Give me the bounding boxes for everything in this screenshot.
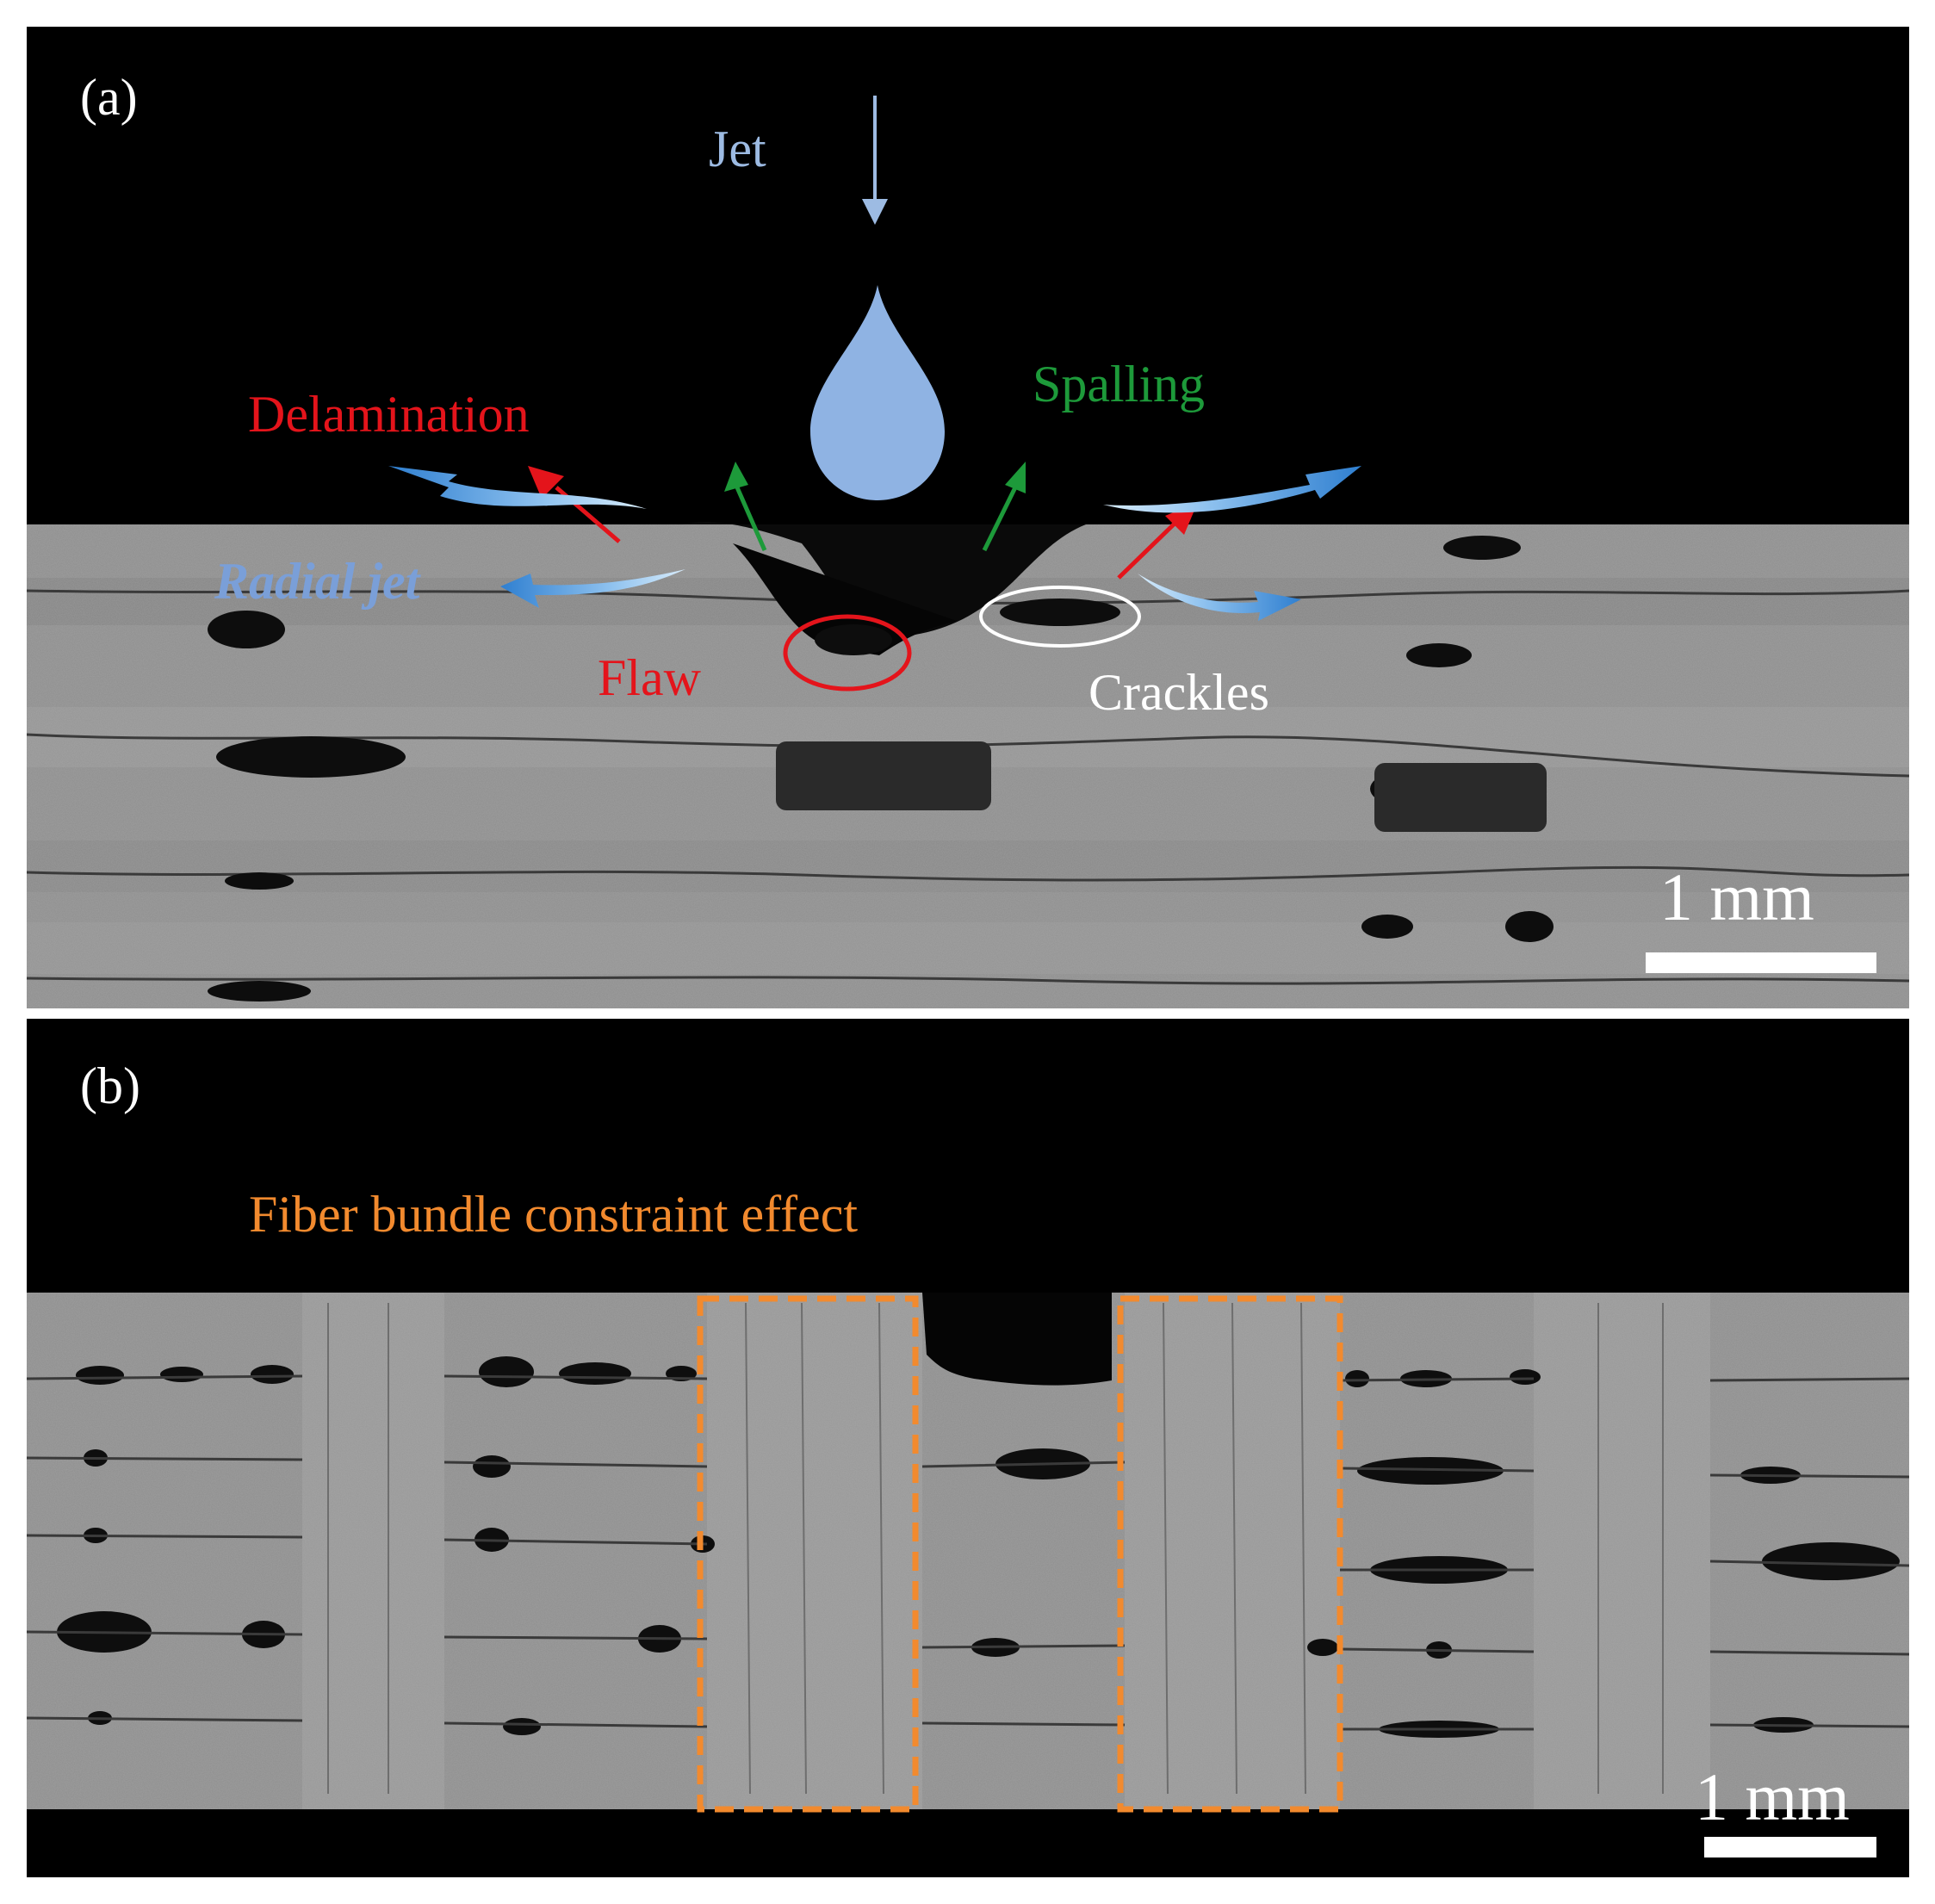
panel-a-ct-image bbox=[27, 96, 1909, 1008]
panel-b-ct-image bbox=[27, 1293, 1909, 1877]
impact-crater bbox=[681, 522, 1086, 638]
jet-arrow bbox=[862, 96, 888, 225]
delamination-label: Delamination bbox=[248, 386, 530, 443]
panel-a: (a) Jet Spalling Delamination Radial jet… bbox=[27, 27, 1909, 1008]
panel-b-scale-label: 1 mm bbox=[1695, 1759, 1850, 1834]
panel-a-letter: (a) bbox=[80, 69, 138, 126]
radial-jet-label: Radial jet bbox=[214, 553, 420, 610]
constraint-boxes bbox=[697, 1295, 1343, 1813]
crackles-label: Crackles bbox=[1088, 664, 1269, 721]
panel-b-scale-bar bbox=[1704, 1837, 1876, 1857]
spalling-label: Spalling bbox=[1033, 356, 1206, 412]
flaw-marker bbox=[783, 614, 912, 692]
panel-b: (b) Fiber bundle constraint effect 1 mm bbox=[27, 1019, 1909, 1877]
constraint-label: Fiber bundle constraint effect bbox=[249, 1186, 858, 1243]
impact-crater bbox=[922, 1293, 1112, 1386]
radial-jet-arrows bbox=[388, 466, 1361, 621]
spalling-arrows bbox=[724, 462, 1026, 552]
flaw-label: Flaw bbox=[598, 649, 701, 706]
panel-a-scale-bar bbox=[1646, 952, 1876, 973]
panel-b-letter: (b) bbox=[80, 1057, 140, 1114]
constraint-box-left bbox=[697, 1295, 919, 1813]
jet-label: Jet bbox=[709, 121, 766, 177]
crackles-marker bbox=[979, 586, 1141, 648]
panel-a-scale-label: 1 mm bbox=[1659, 859, 1814, 934]
droplet-icon bbox=[810, 285, 945, 500]
constraint-box-right bbox=[1117, 1295, 1343, 1813]
